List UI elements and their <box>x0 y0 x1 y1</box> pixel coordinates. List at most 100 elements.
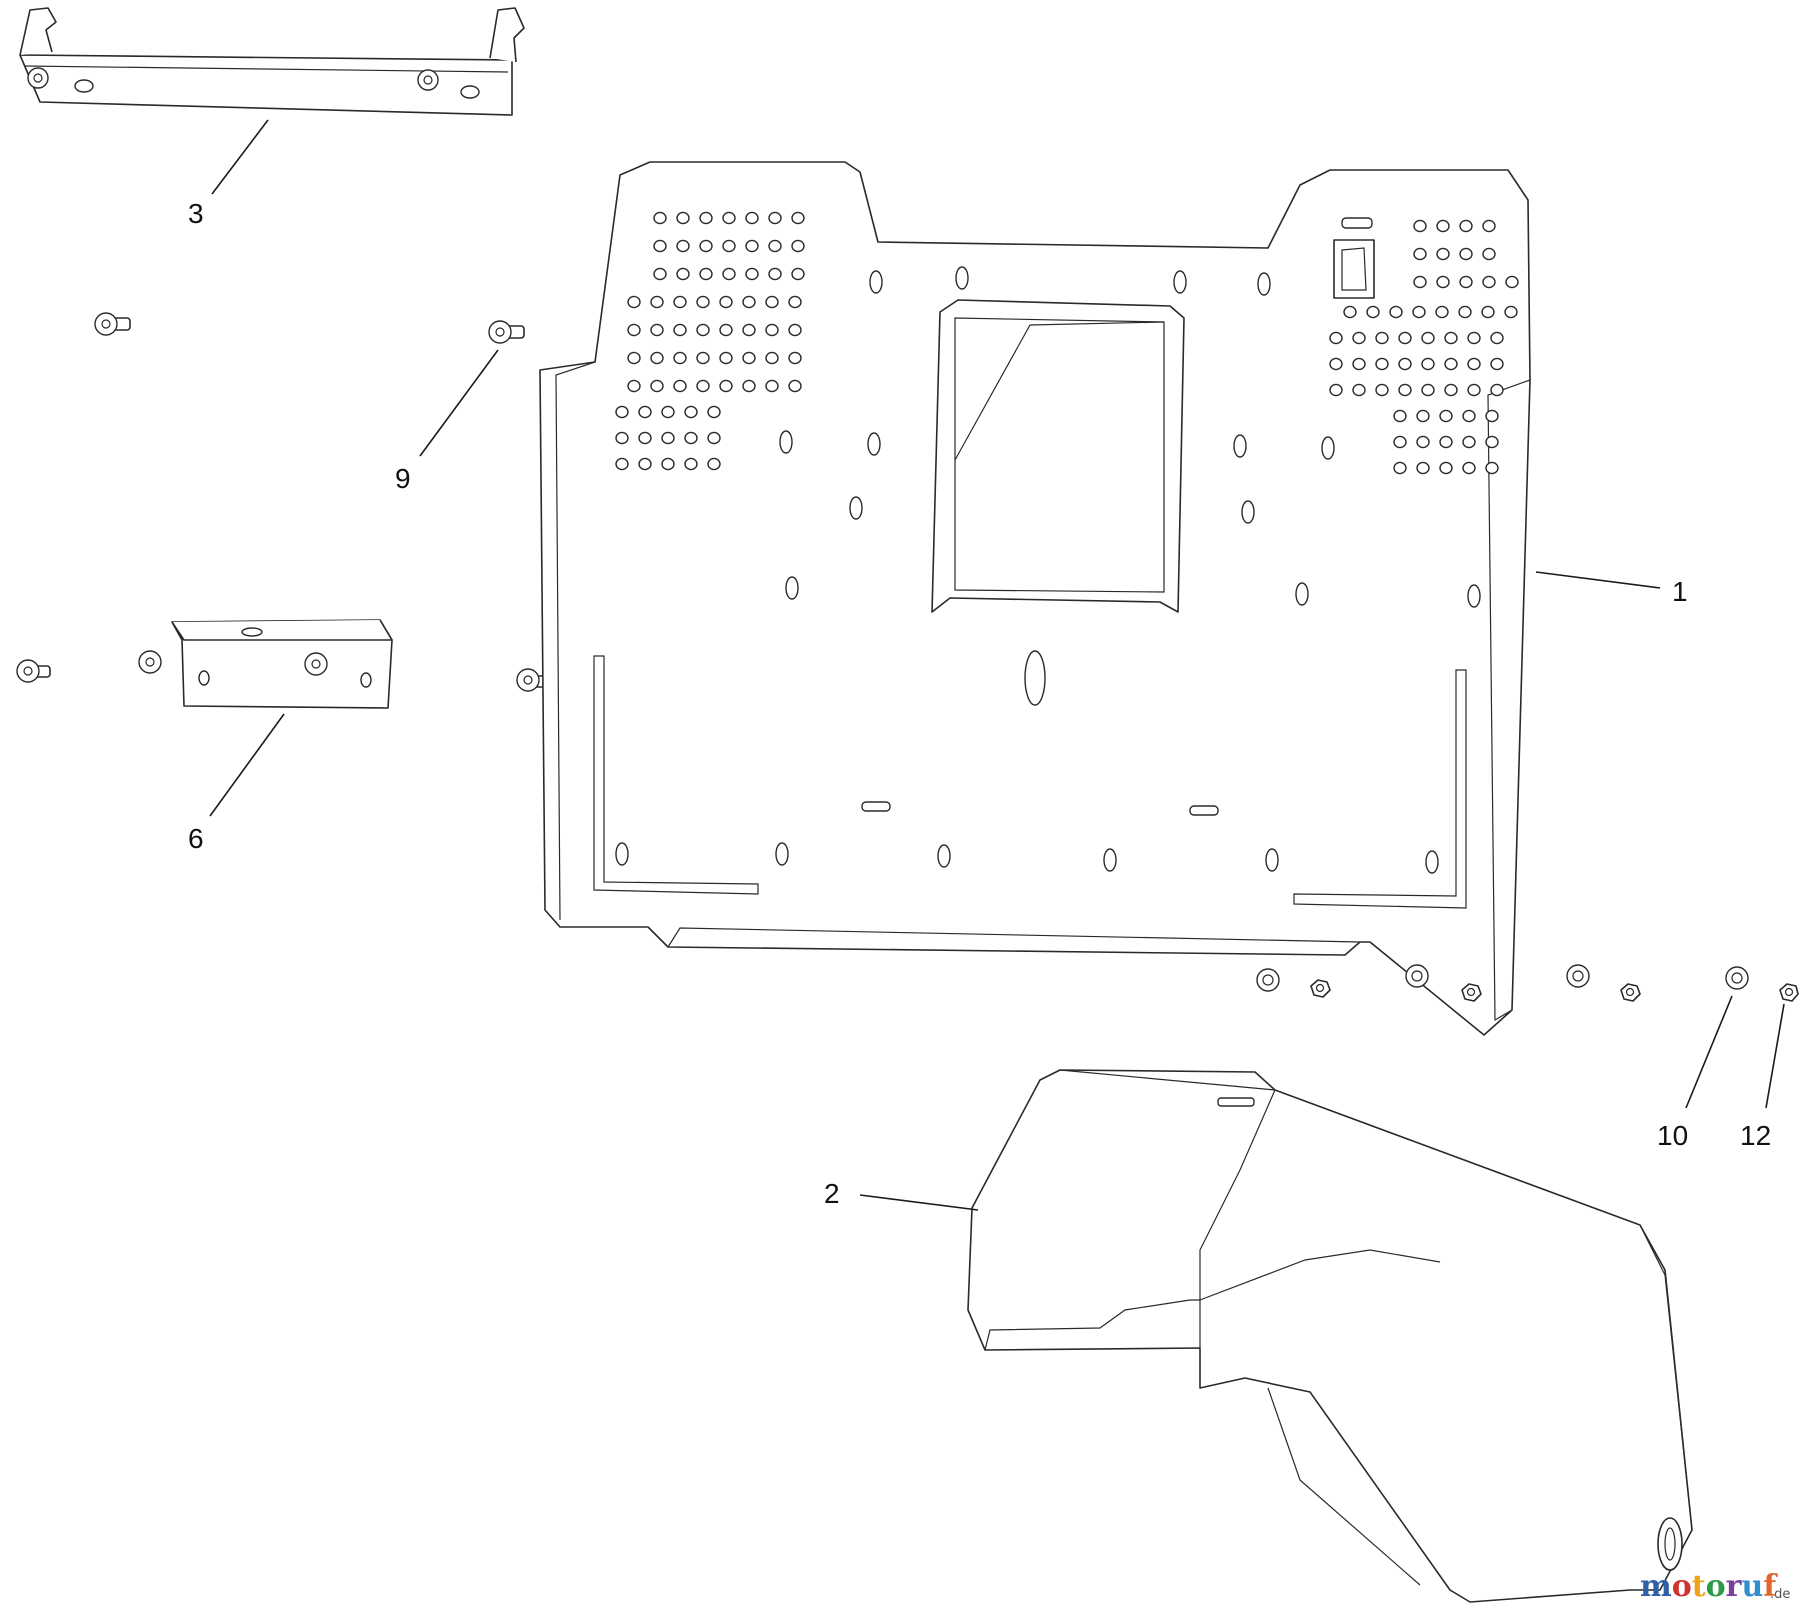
vent-hole <box>788 379 802 393</box>
vent-hole <box>638 431 652 445</box>
vent-hole <box>684 431 698 445</box>
mounting-slots <box>615 266 1481 874</box>
vent-hole <box>1352 357 1366 371</box>
vent-hole <box>742 323 756 337</box>
vent-hole <box>1444 383 1458 397</box>
nut-icon <box>1310 979 1331 998</box>
vent-hole <box>1490 357 1504 371</box>
vent-hole <box>699 267 713 281</box>
vent-hole <box>1352 331 1366 345</box>
vent-hole <box>1459 275 1473 289</box>
vent-hole <box>765 379 779 393</box>
vent-hole <box>673 295 687 309</box>
mounting-slot <box>1265 848 1279 872</box>
mounting-slot <box>1425 850 1439 874</box>
mounting-slot <box>867 432 881 456</box>
vent-hole <box>699 211 713 225</box>
vent-hole <box>673 351 687 365</box>
vent-hole <box>788 351 802 365</box>
vent-hole <box>684 405 698 419</box>
watermark-letter: o <box>1672 1569 1692 1604</box>
vent-hole <box>1462 435 1476 449</box>
vent-hole <box>1375 331 1389 345</box>
washer-icon <box>1405 964 1429 988</box>
vent-holes <box>615 211 1519 475</box>
watermark-logo: motoruf .de <box>1640 1569 1790 1604</box>
bolt-icon <box>304 652 328 676</box>
vent-hole <box>719 351 733 365</box>
vent-hole <box>673 379 687 393</box>
vent-hole <box>1444 357 1458 371</box>
vent-hole <box>1439 435 1453 449</box>
nut-icon <box>1461 983 1482 1002</box>
bolt-icon <box>27 67 49 89</box>
vent-hole <box>791 239 805 253</box>
vent-hole <box>1329 383 1343 397</box>
vent-hole <box>791 267 805 281</box>
vent-hole <box>1436 247 1450 261</box>
vent-hole <box>1416 461 1430 475</box>
vent-hole <box>788 295 802 309</box>
vent-hole <box>627 295 641 309</box>
vent-hole <box>627 323 641 337</box>
watermark-letter: u <box>1741 1569 1763 1604</box>
vent-hole <box>1343 305 1357 319</box>
watermark-letter: t <box>1692 1569 1706 1604</box>
vent-hole <box>615 457 629 471</box>
vent-hole <box>1485 435 1499 449</box>
nut-icon <box>1620 983 1641 1002</box>
vent-hole <box>1398 383 1412 397</box>
vent-hole <box>627 379 641 393</box>
vent-hole <box>1482 247 1496 261</box>
vent-hole <box>676 211 690 225</box>
vent-hole <box>1505 275 1519 289</box>
vent-hole <box>650 295 664 309</box>
vent-hole <box>1462 461 1476 475</box>
vent-hole <box>1412 305 1426 319</box>
vent-hole <box>768 239 782 253</box>
callout-1: 1 <box>1672 576 1688 607</box>
vent-hole <box>1436 275 1450 289</box>
watermark-letter: f <box>1763 1569 1778 1604</box>
vent-hole <box>745 239 759 253</box>
vent-hole <box>1421 383 1435 397</box>
vent-hole <box>1366 305 1380 319</box>
vent-hole <box>788 323 802 337</box>
vent-hole <box>1490 383 1504 397</box>
vent-hole <box>707 431 721 445</box>
vent-hole <box>1482 275 1496 289</box>
vent-hole <box>707 405 721 419</box>
vent-hole <box>1413 275 1427 289</box>
vent-hole <box>768 211 782 225</box>
vent-hole <box>1458 305 1472 319</box>
vent-hole <box>1375 357 1389 371</box>
mounting-slot <box>1321 436 1335 460</box>
mounting-slot <box>955 266 969 290</box>
watermark-letter: r <box>1726 1569 1743 1604</box>
part-6-small-bracket <box>16 619 551 709</box>
part-9-bolts <box>94 312 525 344</box>
vent-hole <box>742 295 756 309</box>
vent-hole <box>638 457 652 471</box>
vent-hole <box>661 431 675 445</box>
part-10-12-hardware <box>1256 964 1799 1002</box>
vent-hole <box>745 211 759 225</box>
vent-hole <box>1485 409 1499 423</box>
vent-hole <box>1467 331 1481 345</box>
vent-hole <box>1459 219 1473 233</box>
callout-9: 9 <box>395 463 411 494</box>
vent-hole <box>1413 219 1427 233</box>
vent-hole <box>791 211 805 225</box>
callout-12: 12 <box>1740 1120 1771 1151</box>
callout-labels: 1 2 3 6 9 10 12 <box>188 198 1771 1209</box>
callout-10: 10 <box>1657 1120 1688 1151</box>
vent-hole <box>1389 305 1403 319</box>
vent-hole <box>653 267 667 281</box>
part-2-cover-shroud <box>967 1069 1693 1603</box>
vent-hole <box>650 351 664 365</box>
vent-hole <box>1398 331 1412 345</box>
vent-hole <box>719 295 733 309</box>
bolt-icon <box>488 320 525 344</box>
bolt-icon <box>417 69 439 91</box>
